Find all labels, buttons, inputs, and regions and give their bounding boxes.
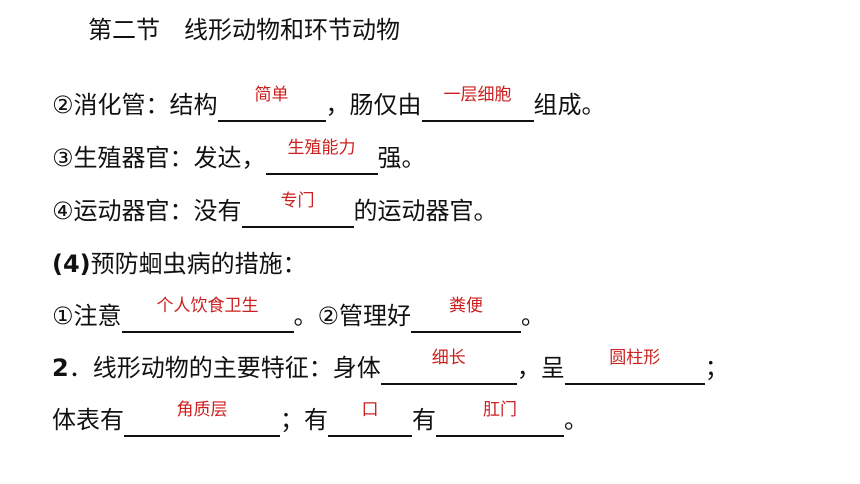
line4-text: 预防蛔虫病的措施： <box>90 250 307 278</box>
line2-suffix: 强。 <box>377 144 426 172</box>
blank-shape: 圆柱形 <box>564 348 705 385</box>
line1-mid: ，肠仅由 <box>325 91 422 119</box>
line-digestive: ②消化管：结构 简单 ，肠仅由 一层细胞 组成。 <box>52 85 606 122</box>
blank-structure: 简单 <box>217 85 326 122</box>
line4-prefix: (4) <box>52 250 91 278</box>
line3-suffix: 的运动器官。 <box>353 197 498 225</box>
line7-prefix: 体表有 <box>52 406 124 434</box>
line1-prefix: ②消化管：结构 <box>52 91 218 119</box>
line-prevention-heading: (4)预防蛔虫病的措施： <box>52 247 307 281</box>
blank-intestine: 一层细胞 <box>421 85 534 122</box>
line6-suffix: ； <box>704 354 729 382</box>
answer-anus: 肛门 <box>483 400 517 420</box>
blank-hygiene: 个人饮食卫生 <box>121 296 294 333</box>
answer-hygiene: 个人饮食卫生 <box>156 296 259 316</box>
answer-surface: 角质层 <box>176 400 228 420</box>
line5-suffix: 。 <box>521 302 546 330</box>
blank-locomotion: 专门 <box>241 191 354 228</box>
line2-prefix: ③生殖器官：发达， <box>52 144 266 172</box>
blank-mouth: 口 <box>328 400 412 437</box>
line3-prefix: ④运动器官：没有 <box>52 197 242 225</box>
line6-prefix: 2 <box>52 354 69 382</box>
section-title: 第二节 线形动物和环节动物 <box>88 16 400 44</box>
answer-shape: 圆柱形 <box>609 348 661 368</box>
answer-structure: 简单 <box>254 85 289 105</box>
answer-body: 细长 <box>431 348 466 368</box>
blank-feces: 粪便 <box>411 296 522 333</box>
blank-surface: 角质层 <box>124 400 280 437</box>
answer-mouth: 口 <box>361 400 379 420</box>
line7-mid1: ；有 <box>280 406 328 434</box>
line-reproductive: ③生殖器官：发达， 生殖能力 强。 <box>52 138 426 175</box>
line-prevention: ①注意 个人饮食卫生 。②管理好 粪便 。 <box>52 296 546 333</box>
answer-reproduction: 生殖能力 <box>287 138 356 158</box>
line6-mid: ，呈 <box>516 354 565 382</box>
line1-suffix: 组成。 <box>533 91 606 119</box>
answer-feces: 粪便 <box>449 296 484 316</box>
line7-mid2: 有 <box>412 406 436 434</box>
line5-mid: 。②管理好 <box>293 302 412 330</box>
answer-locomotion: 专门 <box>280 191 315 211</box>
answer-intestine: 一层细胞 <box>443 85 512 105</box>
line-body-surface: 体表有 角质层 ；有 口 有 肛门 。 <box>52 400 588 437</box>
blank-anus: 肛门 <box>436 400 564 437</box>
line-locomotion: ④运动器官：没有 专门 的运动器官。 <box>52 191 498 228</box>
blank-reproduction: 生殖能力 <box>265 138 378 175</box>
line7-suffix: 。 <box>564 406 588 434</box>
line-features: 2．线形动物的主要特征：身体 细长 ，呈 圆柱形 ； <box>52 348 729 385</box>
line6-text: ．线形动物的主要特征：身体 <box>68 354 381 382</box>
line5-prefix: ①注意 <box>52 302 122 330</box>
blank-body: 细长 <box>380 348 517 385</box>
